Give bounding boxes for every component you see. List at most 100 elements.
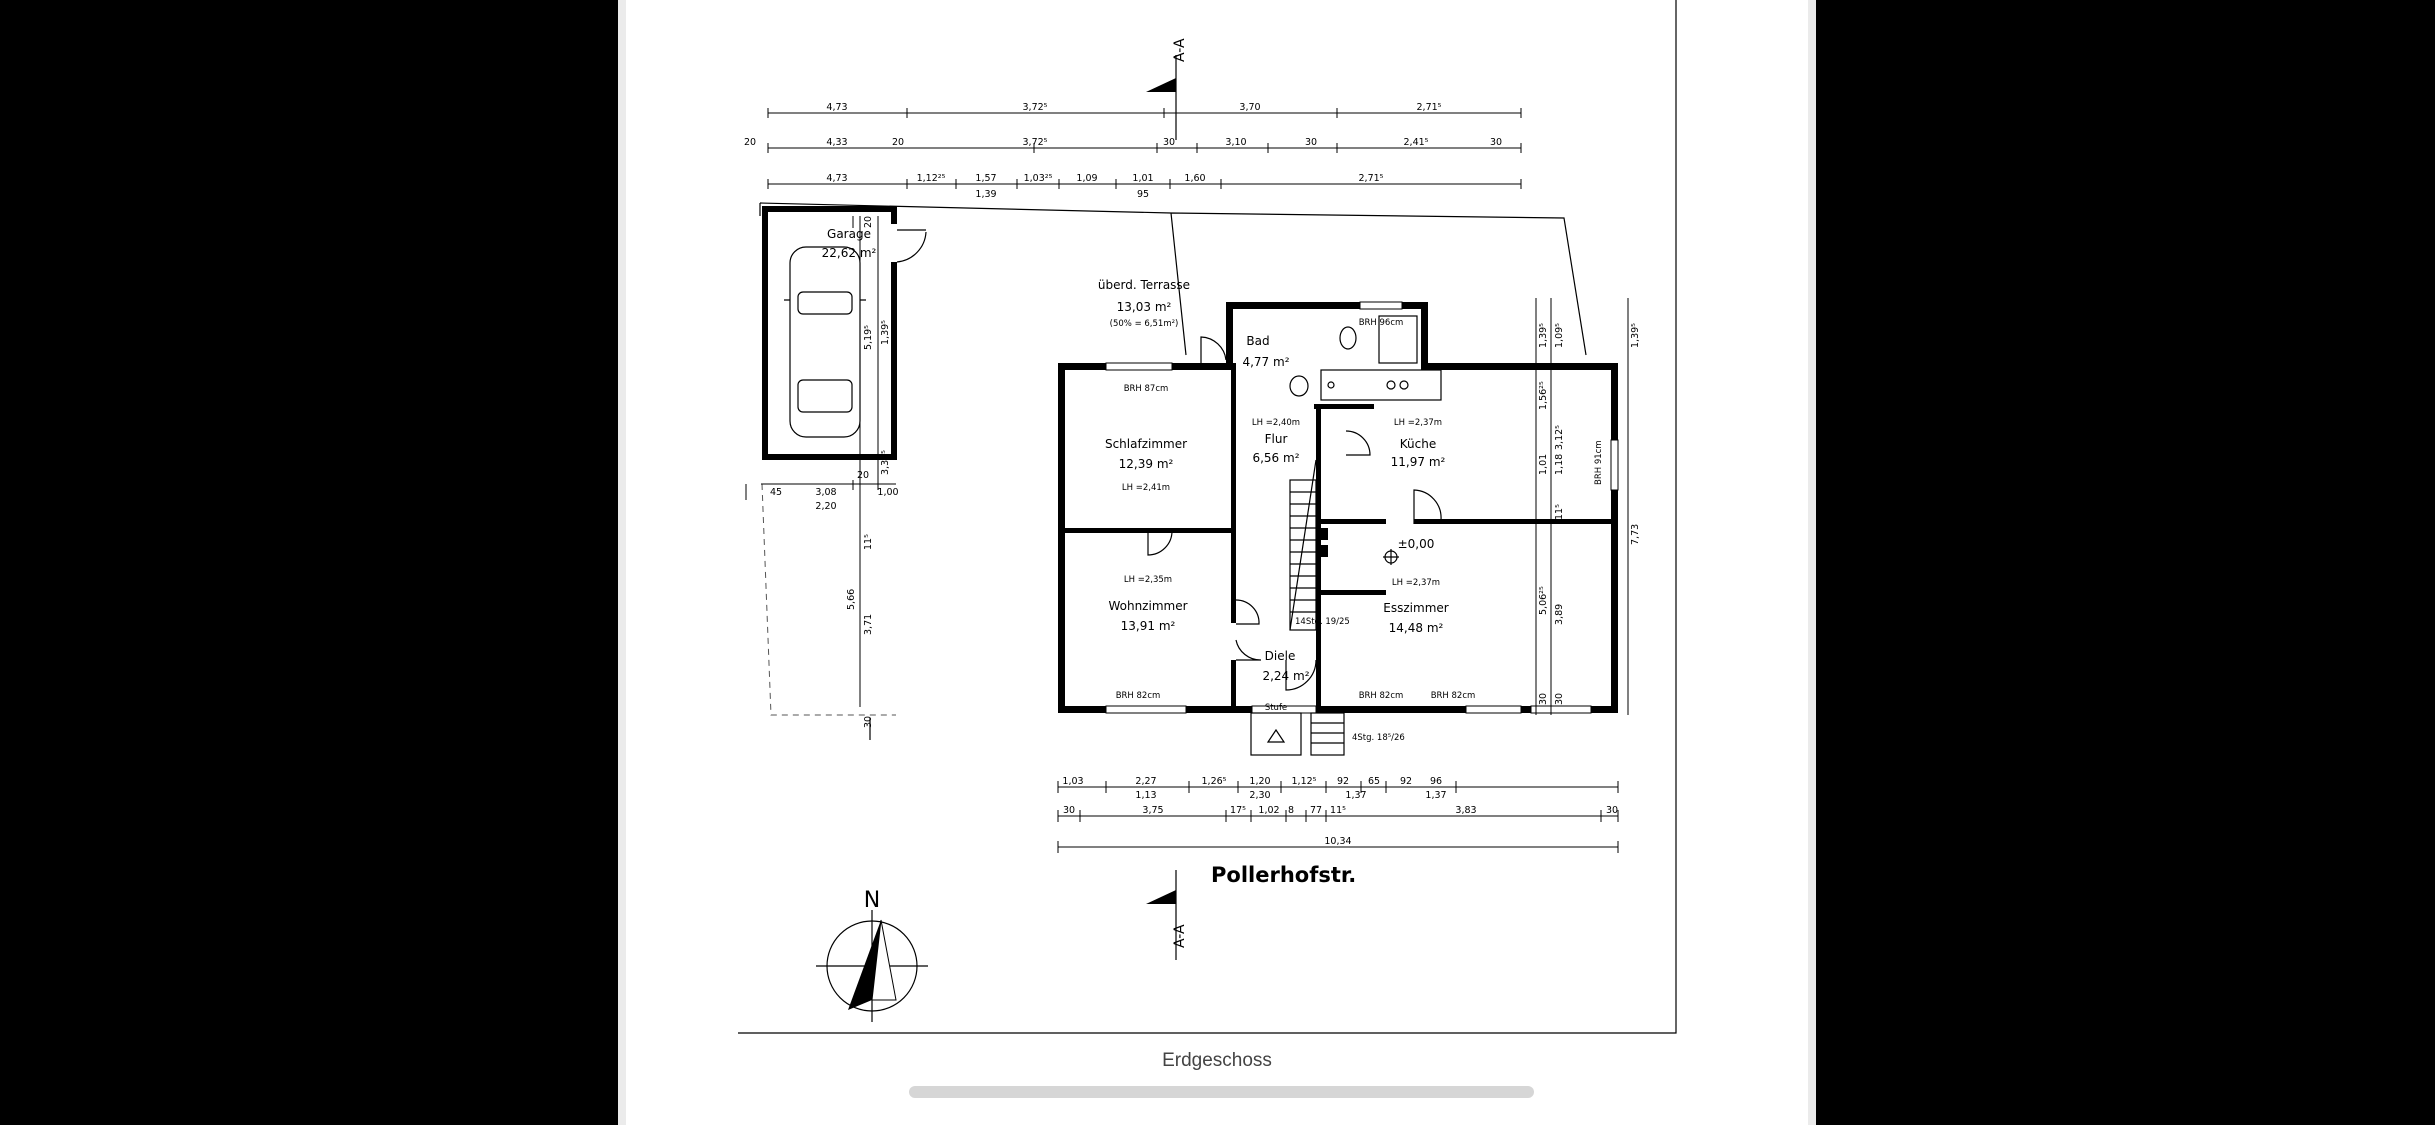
dim-left-3: 3,71 (863, 614, 874, 635)
room-name-kueche: Küche (1400, 437, 1436, 451)
dim-right-b-6: 30 (1554, 693, 1565, 705)
section-label-top: A-A (1172, 38, 1188, 62)
dim-bottom1b-3: 1,37 (1345, 790, 1366, 801)
dim-top1-3: 3,70 (1239, 102, 1260, 113)
dim-bottom1-6: 92 (1337, 776, 1349, 787)
dim-bottom1-4: 1,20 (1249, 776, 1270, 787)
dim-top1-4: 2,71⁵ (1417, 102, 1442, 113)
dim-bottom1b-1: 1,13 (1135, 790, 1156, 801)
room-area-bad: 4,77 m² (1242, 355, 1289, 369)
dim-bottom1-8: 92 (1400, 776, 1412, 787)
dim-top3-4: 1,03²⁵ (1024, 173, 1053, 184)
chimney-block (1316, 545, 1328, 557)
room-area-wohnzimmer: 13,91 m² (1121, 619, 1176, 633)
lh-schlafzimmer: LH =2,41m (1122, 483, 1170, 493)
room-area-terrasse: 13,03 m² (1117, 300, 1172, 314)
room-area-diele: 2,24 m² (1262, 669, 1309, 683)
doors (896, 229, 1442, 691)
dim-bottom1b-4: 1,37 (1425, 790, 1446, 801)
north-label: N (864, 888, 880, 913)
dim-top2-6: 3,10 (1225, 137, 1246, 148)
brh-esszimmer-2: BRH 82cm (1431, 691, 1476, 701)
dim-right-c-1: 1,39⁵ (1630, 323, 1641, 348)
dim-garage-h-3: 1,39⁵ (880, 320, 891, 345)
lh-wohnzimmer: LH =2,35m (1124, 575, 1172, 585)
lh-flur: LH =2,40m (1252, 418, 1300, 428)
page-caption: Erdgeschoss (1162, 1050, 1272, 1071)
dim-top3b-1: 1,39 (975, 189, 996, 200)
room-area-garage: 22,62 m² (822, 246, 877, 260)
stairs-inner-label: 14Stg. 19/25 (1295, 617, 1350, 627)
chimney-block (1316, 528, 1328, 540)
dim-garage-w-1: 45 (770, 487, 782, 498)
windows (1105, 301, 1619, 714)
property-lines (738, 0, 1677, 1034)
dimension-labels: 4,73 3,72⁵ 3,70 2,71⁵ 20 4,33 20 3,72⁵ 3… (744, 102, 1641, 847)
dim-right-b-5: 3,89 (1554, 604, 1565, 625)
room-area-flur: 6,56 m² (1252, 451, 1299, 465)
dim-top3-1: 4,73 (826, 173, 847, 184)
dim-bottom2-1: 30 (1063, 805, 1075, 816)
dim-bottom2-9: 30 (1606, 805, 1618, 816)
dim-total: 10,34 (1324, 836, 1351, 847)
inner-staircase (1289, 459, 1317, 631)
floor-plan-page: .w { fill:#000; } .thin { stroke:#000; s… (626, 0, 1808, 1125)
dim-garage-w-5: 1,00 (877, 487, 898, 498)
dim-top2-5: 30 (1163, 137, 1175, 148)
dim-garage-w-3: 2,20 (815, 501, 836, 512)
dim-bottom2-3: 17⁵ (1230, 805, 1246, 816)
dim-top2-4: 3,72⁵ (1023, 137, 1048, 148)
dim-bottom2-6: 77 (1310, 805, 1322, 816)
north-arrow-icon (816, 910, 928, 1022)
dim-top2-1: 20 (744, 137, 756, 148)
dim-right-b-3: 1,18 (1554, 454, 1565, 475)
section-marker-icon (1146, 55, 1177, 960)
dim-top2-7: 30 (1305, 137, 1317, 148)
dim-top3b-2: 95 (1137, 189, 1149, 200)
entrance-steps (1250, 712, 1345, 756)
dim-bottom1b-2: 2,30 (1249, 790, 1270, 801)
dim-top1-2: 3,72⁵ (1023, 102, 1048, 113)
level-marker-icon (1383, 549, 1399, 565)
dim-right-a-3: 1,01 (1538, 454, 1549, 475)
room-area-kueche: 11,97 m² (1391, 455, 1446, 469)
horizontal-scrollbar[interactable] (909, 1086, 1534, 1098)
dim-top2-3: 20 (892, 137, 904, 148)
floor-plan-drawing: .w { fill:#000; } .thin { stroke:#000; s… (738, 0, 1677, 1034)
dim-garage-w-2: 3,08 (815, 487, 836, 498)
room-name-terrasse: überd. Terrasse (1098, 278, 1190, 292)
dim-right-c-2: 7,73 (1630, 524, 1641, 545)
section-label-bottom: A-A (1172, 924, 1188, 948)
dim-bottom2-2: 3,75 (1142, 805, 1163, 816)
dim-top1-1: 4,73 (826, 102, 847, 113)
dim-bottom2-8: 3,83 (1455, 805, 1476, 816)
dim-bottom2-5: 8 (1288, 805, 1294, 816)
dim-right-a-4: 5,06²⁵ (1538, 586, 1549, 615)
dim-top3-3: 1,57 (975, 173, 996, 184)
brh-schlafzimmer: BRH 87cm (1124, 384, 1169, 394)
dim-right-a-1: 1,39⁵ (1538, 323, 1549, 348)
dim-bottom1-9: 96 (1430, 776, 1442, 787)
dim-garage-h-1: 20 (863, 216, 874, 228)
dim-right-a-5: 30 (1538, 693, 1549, 705)
dim-left-1: 5,66 (846, 589, 857, 610)
dim-left-2: 11⁵ (863, 534, 874, 550)
room-area-esszimmer: 14,48 m² (1389, 621, 1444, 635)
room-area-schlafzimmer: 12,39 m² (1119, 457, 1174, 471)
car-icon (784, 246, 866, 438)
dim-right-b-1: 1,09⁵ (1554, 323, 1565, 348)
dim-bottom2-4: 1,02 (1258, 805, 1279, 816)
dim-top3-2: 1,12²⁵ (917, 173, 946, 184)
dim-top2-8: 2,41⁵ (1404, 137, 1429, 148)
dim-garage-w-4: 20 (857, 470, 869, 481)
bathroom-fixtures (1289, 315, 1418, 397)
dim-garage-h-4: 3,31⁵ (880, 450, 891, 475)
room-name-wohnzimmer: Wohnzimmer (1108, 599, 1187, 613)
dim-bottom2-7: 11⁵ (1330, 805, 1346, 816)
brh-esszimmer-1: BRH 82cm (1359, 691, 1404, 701)
street-name: Pollerhofstr. (1211, 863, 1356, 887)
brh-wohnzimmer: BRH 82cm (1116, 691, 1161, 701)
room-name-bad: Bad (1246, 334, 1269, 348)
step-label: Stufe (1265, 703, 1287, 713)
dim-right-a-2: 1,56²⁵ (1538, 381, 1549, 410)
